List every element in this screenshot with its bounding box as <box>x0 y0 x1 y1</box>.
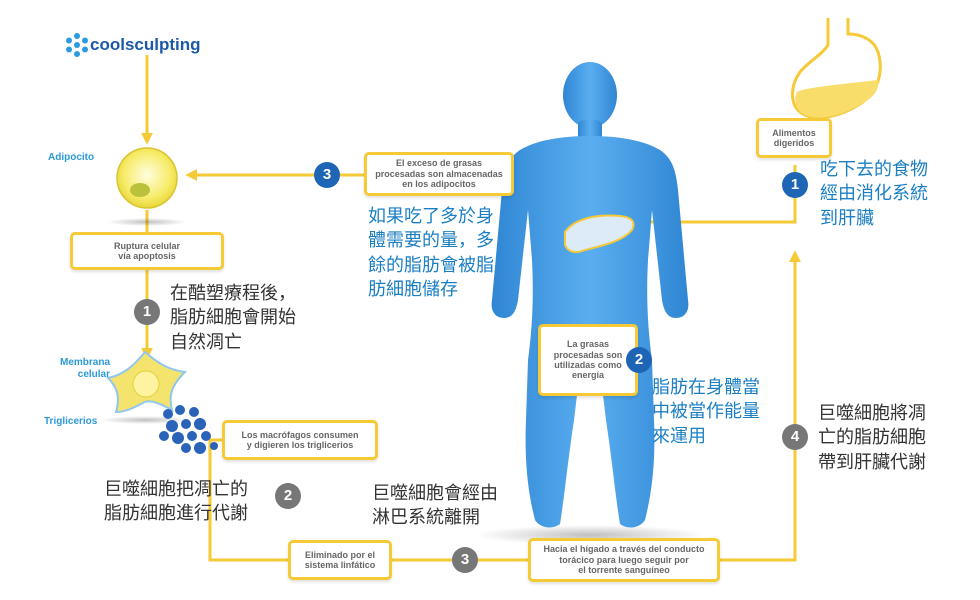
caption-excess: 如果吃了多於身體需要的量，多餘的脂肪會被脂肪細胞儲存 <box>368 206 494 300</box>
macro-down-line <box>208 438 290 562</box>
step-badge-gray-1: 1 <box>134 299 160 325</box>
step-badge-gray-3: 3 <box>452 547 478 573</box>
adipocyte-cell <box>107 147 187 226</box>
human-body-figure <box>475 62 705 545</box>
caption-after: 在酷塑療程後，脂肪細胞會開始自然凋亡 <box>170 283 296 353</box>
higado-to-right-line <box>718 250 801 562</box>
label-triglicerios: Triglicerios <box>44 416 98 427</box>
step-badge-gray-4: 4 <box>782 424 808 450</box>
snowflake-icon <box>66 33 88 57</box>
coolsculpting-logo: coolsculpting <box>64 32 201 58</box>
step-badge-blue-2: 2 <box>626 347 652 373</box>
label-adipocito: Adipocito <box>48 152 95 163</box>
step-badge-blue-3: 3 <box>314 162 340 188</box>
caption-food: 吃下去的食物經由消化系統到肝臟 <box>820 159 928 229</box>
step-badge-gray-2: 2 <box>275 483 301 509</box>
triglyceride-droplets <box>159 405 218 454</box>
step-badge-blue-1: 1 <box>782 172 808 198</box>
liver-organ <box>564 214 635 254</box>
caption-energy: 脂肪在身體當中被當作能量來運用 <box>652 377 760 447</box>
caption-macro-meta: 巨噬細胞把凋亡的脂肪細胞進行代謝 <box>104 479 248 525</box>
logo-text: coolsculpting <box>90 35 201 54</box>
caption-macro-liver: 巨噬細胞將凋亡的脂肪細胞帶到肝臟代謝 <box>818 403 926 473</box>
caption-lymph: 巨噬細胞會經由淋巴系統離開 <box>372 483 498 529</box>
stomach-organ <box>791 18 882 119</box>
